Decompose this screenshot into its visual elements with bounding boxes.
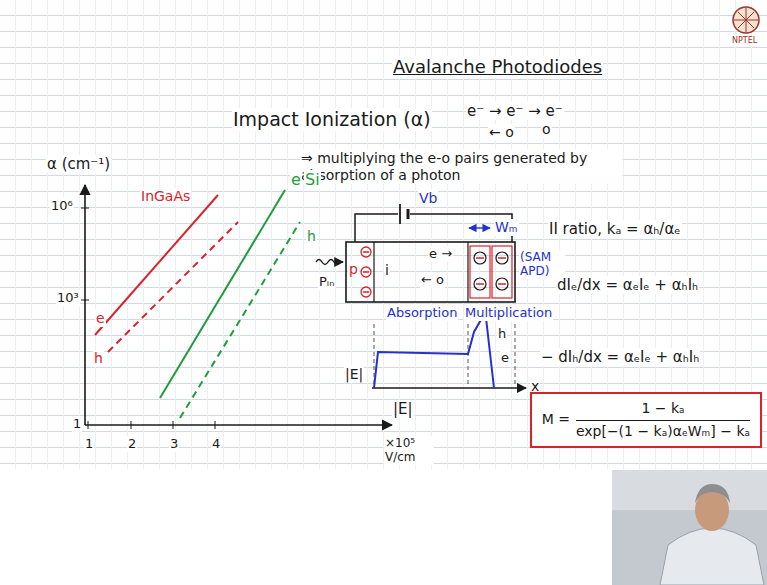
fraction: 1 − kₐ exp[−(1 − kₐ)αₑWₘ] − kₐ — [576, 400, 750, 440]
axis-title: α (cm⁻¹) — [46, 155, 111, 173]
ionization-graph — [131, 421, 132, 429]
tick-label: 10⁶ — [50, 198, 74, 214]
apd-device — [467, 242, 468, 302]
ionization-graph — [108, 222, 238, 352]
equation: − dIₕ/dx = αₑIₑ + αₕIₕ — [540, 348, 700, 366]
curve-label: e — [290, 170, 302, 189]
lecturer-video — [612, 470, 767, 510]
curve-label: e — [500, 350, 510, 366]
apd-device — [469, 227, 490, 228]
logo-text: NPTEL — [731, 36, 758, 46]
tick-label: 1 — [84, 436, 94, 452]
tick-label: 4 — [211, 436, 221, 452]
tick-label: 10³ — [56, 290, 80, 306]
width-label: Wₘ — [494, 219, 519, 236]
axis-title: |E| — [392, 400, 414, 418]
carrier-label: e → — [428, 246, 453, 262]
apd-device — [316, 260, 343, 265]
ionization-graph — [95, 195, 218, 335]
tick-label: 3 — [169, 436, 179, 452]
apd-device — [316, 204, 515, 302]
apd-device — [355, 214, 512, 242]
field-profile — [374, 318, 494, 388]
apd-device — [363, 252, 369, 292]
ionization-graph — [215, 421, 216, 429]
carrier-label: ← o — [420, 272, 445, 288]
nptel-logo — [733, 7, 759, 33]
lecturer-video — [660, 528, 764, 585]
ruled-paper — [0, 0, 767, 470]
field-profile — [515, 324, 516, 386]
apd-device — [470, 246, 490, 298]
equation-part: 1 − kₐ — [641, 400, 684, 418]
note: ⇒ multiplying the e-o pairs generated by… — [300, 150, 622, 184]
boxed-equation: M = 1 − kₐ exp[−(1 − kₐ)αₑWₘ] − kₐ — [530, 392, 762, 448]
ionization-graph — [81, 185, 392, 429]
apd-device — [407, 209, 410, 219]
voltage-label: Vb — [418, 190, 438, 207]
field-profile — [372, 318, 526, 388]
sketch-note: e⁻ → e⁻ → e⁻ — [466, 102, 564, 120]
curve-label: Si — [304, 170, 321, 189]
lecturer-video — [612, 470, 767, 585]
sketch-note: o — [541, 121, 552, 138]
ionization-graph — [84, 185, 86, 425]
apd-device — [346, 242, 515, 302]
equation: dIₑ/dx = αₑIₑ + αₕIₕ — [556, 276, 699, 294]
lecturer-video — [695, 484, 730, 503]
equation-part: M = — [542, 411, 570, 429]
tick-label: 1 — [72, 416, 82, 432]
ionization-graph — [81, 208, 89, 209]
lecturer-video — [612, 470, 767, 585]
region-label: i — [384, 262, 390, 279]
nptel-logo — [734, 8, 758, 32]
slide-title: Avalanche Photodiodes — [392, 56, 603, 78]
nptel-logo — [733, 7, 759, 33]
equation-part: exp[−(1 − kₐ)αₑWₘ] − kₐ — [576, 423, 750, 441]
ionization-graph — [180, 222, 300, 418]
region-caption: Absorption — [386, 305, 458, 321]
fraction-bar — [576, 420, 750, 421]
field-profile — [372, 387, 526, 389]
apd-device — [492, 246, 512, 298]
ionization-graph — [88, 421, 89, 429]
curve-label: h — [93, 350, 104, 367]
ionization-graph — [173, 421, 174, 429]
equation: II ratio, kₐ = αₕ/αₑ — [548, 220, 682, 238]
curve-label: h — [306, 228, 317, 245]
region-caption: Multiplication — [464, 305, 553, 321]
region-label: p — [348, 261, 359, 278]
heading: Impact Ionization (α) — [232, 108, 432, 131]
apd-device — [476, 258, 506, 284]
ionization-graph — [81, 300, 89, 301]
axis-title: |E| — [344, 366, 364, 383]
unit-label: ×10⁵ V/cm — [384, 436, 434, 465]
curve-label: e — [95, 310, 106, 327]
input-label: Pᵢₙ — [318, 274, 335, 290]
ionization-graph — [160, 190, 285, 398]
curve-label: InGaAs — [140, 188, 191, 205]
curve-label: h — [497, 326, 507, 342]
apd-device — [399, 204, 401, 224]
sketch-note: ← o — [488, 124, 515, 141]
device-note: (SAM APD) — [519, 250, 565, 279]
tick-label: 2 — [127, 436, 137, 452]
apd-device — [373, 242, 374, 302]
